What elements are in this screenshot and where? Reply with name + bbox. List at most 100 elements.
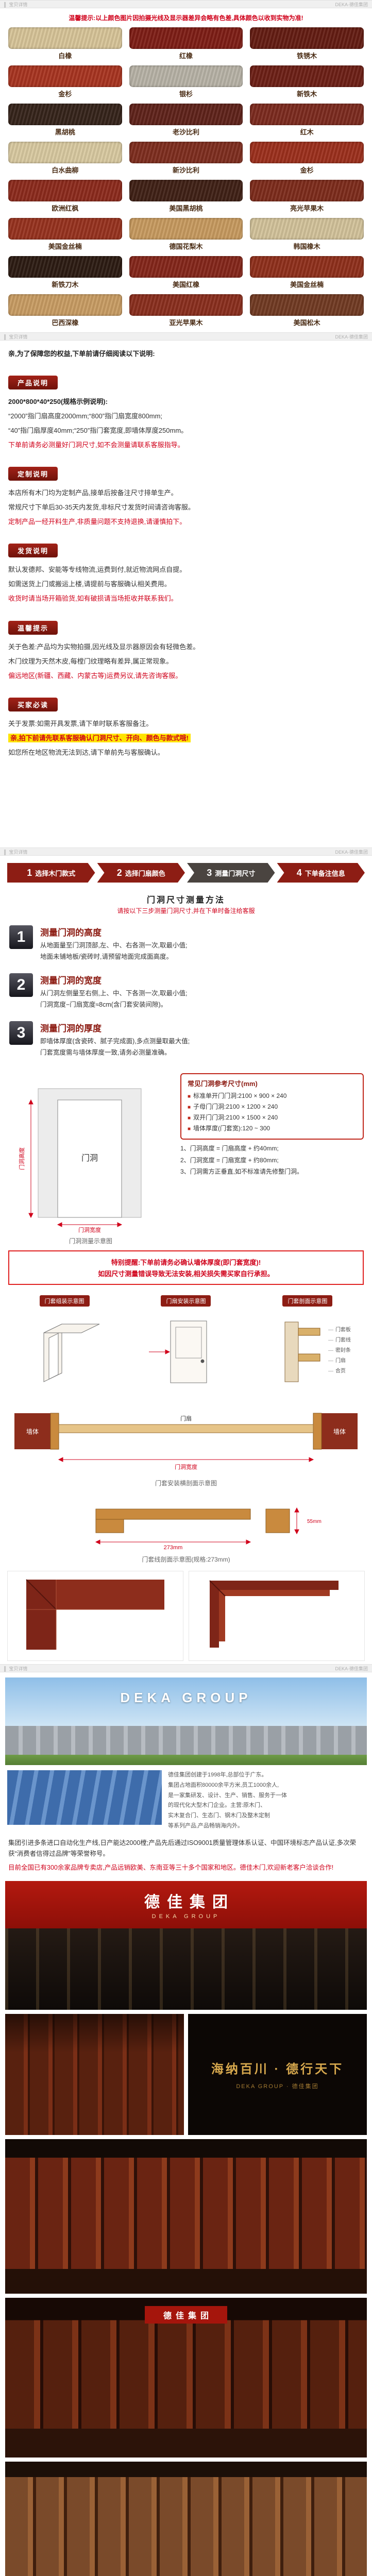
frame-corner-svg-1 [26, 1579, 164, 1650]
text-block: 买家必读关于发票:如需开具发票,请下单时联系客服备注。亲,拍下前请先联系客服确认… [0, 696, 372, 759]
door-leaf-label: 门扇 [180, 1415, 192, 1422]
section-badge: 定制说明 [8, 467, 58, 481]
measure-step-body: 测量门洞的宽度从门洞左侧量至右侧,上、中、下各测一次,取最小值;门洞宽度−门扇宽… [40, 973, 187, 1011]
wood-swatch [8, 218, 122, 240]
brand-slogan-text: 海纳百川 · 德行天下 [211, 2062, 344, 2076]
doorway-reference: 常见门洞参考尺寸(mm) ■标准单开门门洞:2100 × 900 × 240■子… [180, 1073, 364, 1245]
brand-slogan-photo: 海纳百川 · 德行天下 DEKA GROUP · 德佳集团 [188, 2013, 367, 2135]
wood-swatch [250, 294, 364, 316]
wood-swatch-label: 新沙比利 [172, 166, 199, 174]
factory-aerial-photo [7, 1770, 162, 1825]
wood-swatch-cell: 金杉 [8, 65, 122, 100]
measure-step-desc: 从门洞左侧量至右侧,上、中、下各测一次,取最小值; [40, 990, 188, 997]
storefront-sign-text: 德佳集团 [144, 1894, 235, 1911]
wood-swatch-cell: 红橡 [129, 27, 243, 62]
wood-swatch [8, 256, 122, 278]
legend-item-text: 双开门门洞:2100 × 1500 × 240 [193, 1114, 278, 1121]
divider-right-label: DEKA·德佳集团 [335, 2, 368, 7]
wood-swatch [129, 104, 243, 125]
text-block: 定制说明本店所有木门均为定制产品,接单后按备注尺寸排单生产。常规尺寸下单后30-… [0, 465, 372, 528]
flow-step-label: 下单备注信息 [305, 869, 345, 877]
highlight-text: 亲,拍下前请先联系客服确认门洞尺寸、开向、颜色与款式哦! [8, 733, 191, 742]
wood-swatch-label: 美国黑胡桃 [169, 205, 203, 212]
legend-item-text: 墙体厚度(门套宽):120 ~ 300 [193, 1125, 270, 1132]
wood-swatch [250, 180, 364, 201]
wood-swatch-label: 老沙比利 [172, 128, 199, 136]
wood-swatch [129, 65, 243, 87]
measure-step-desc: 门套宽度需与墙体厚度一致,请务必测量准确。 [40, 1049, 171, 1056]
doorway-diagram-section: 门洞 门洞高度 门洞宽度 门洞测量示意图 [0, 1069, 372, 1285]
showroom-photos-section: 德佳集团 DEKA GROUP 海纳百川 · 德行天下 DEKA GROUP ·… [0, 1877, 372, 2576]
wood-swatch-label: 巴西深橡 [52, 319, 79, 327]
wood-swatch-cell: 亚光苹果木 [129, 294, 243, 329]
company-intro-line: 集团占地面积80000余平方米,员工1000余人, [168, 1782, 279, 1788]
text-line: 2000*800*40*250(规格示例说明): [8, 398, 108, 406]
doorway-size-legend: 常见门洞参考尺寸(mm) ■标准单开门门洞:2100 × 900 × 240■子… [180, 1073, 364, 1140]
doorway-warning-box: 特别提醒:下单前请务必确认墙体厚度(即门套宽度)!如因尺寸测量错误导致无法安装,… [8, 1250, 364, 1285]
storefront-sign: 德佳集团 DEKA GROUP [5, 1880, 367, 1928]
showroom-interior-photo-4 [5, 2461, 367, 2576]
legend-item: ■墙体厚度(门套宽):120 ~ 300 [188, 1124, 357, 1132]
measure-step-title: 测量门洞的厚度 [40, 1024, 102, 1033]
wood-swatch-cell: 新铁刀木 [8, 256, 122, 291]
wood-swatch-cell: 新沙比利 [129, 142, 243, 177]
opening-width-label: 门洞宽度 [175, 1463, 197, 1470]
wood-swatch-label: 美国金丝楠 [48, 243, 82, 250]
frame-part-label: 门扇 [328, 1356, 351, 1366]
bullet-icon: ■ [188, 1115, 191, 1121]
company-intro-section: DEKA GROUP 德佳集团创建于1998年,总部位于广东。集团占地面积800… [0, 1677, 372, 1874]
wood-swatch [8, 65, 122, 87]
wood-swatch-cell: 美国金丝楠 [8, 218, 122, 253]
width-dimension-label: 门洞宽度 [78, 1226, 101, 1233]
frame-assembly-diagram: 门套组装示意图 [7, 1295, 122, 1395]
wood-swatch [250, 65, 364, 87]
wood-swatch-label: 红橡 [179, 52, 193, 60]
wood-swatch-cell: 红木 [250, 104, 364, 139]
legend-item-text: 标准单开门门洞:2100 × 900 × 240 [193, 1092, 287, 1099]
divider-right-label: DEKA·德佳集团 [335, 849, 368, 855]
diagram-tab: 门扇安装示意图 [161, 1295, 211, 1307]
text-line: 收货时请当场开箱验货,如有破损请当场拒收并联系我们。 [8, 595, 178, 603]
profile-svg: 273mm 55mm [95, 1507, 322, 1551]
text-line: 如需送货上门或搬运上楼,请提前与客服确认相关费用。 [8, 580, 171, 588]
wood-swatch-cell: 美国黑胡桃 [129, 180, 243, 215]
text-line: “2000”指门扇高度2000mm;“800”指门扇宽度800mm; [8, 412, 163, 420]
wood-swatch-label: 金杉 [58, 90, 72, 98]
doorway-notes: 1、门洞高度 = 门扇高度 + 约40mm;2、门洞宽度 = 门扇宽度 + 约8… [180, 1144, 364, 1177]
text-line: 定制产品一经开料生产,非质量问题不支持退换,请谨慎拍下。 [8, 518, 187, 526]
brand-slogan-subtext: DEKA GROUP · 德佳集团 [236, 2083, 319, 2090]
frame-part-label: 门套板 [328, 1325, 351, 1335]
wood-swatch-cell: 韩国橡木 [250, 218, 364, 253]
factory-photo: DEKA GROUP [5, 1677, 367, 1765]
storefront-sign-subtext: DEKA GROUP [151, 1913, 221, 1920]
diagram-tab: 门套组装示意图 [39, 1295, 90, 1307]
frame-corner-photo-1 [7, 1571, 183, 1661]
cross-section-caption: 门套安装横剖面示意图 [155, 1480, 217, 1487]
measure-step-desc: 地面未铺地板/瓷砖时,请预留地面完成面高度。 [40, 953, 173, 960]
doorway-diagram: 门洞 门洞高度 门洞宽度 门洞测量示意图 [8, 1073, 173, 1245]
legend-items: ■标准单开门门洞:2100 × 900 × 240■子母门门洞:2100 × 1… [188, 1091, 357, 1132]
wood-swatch-label: 美国金丝楠 [290, 281, 324, 289]
wood-swatch-cell: 德国花梨木 [129, 218, 243, 253]
storefront-glass [5, 1928, 367, 2010]
wood-color-section: 温馨提示:以上颜色图片因拍摄光线及显示器差异会略有色差,具体颜色以收到实物为准!… [0, 8, 372, 332]
section-divider: 宝贝详情 DEKA·德佳集团 [0, 332, 372, 341]
profile-dim-label: 273mm [164, 1545, 183, 1551]
wall-shape [38, 1088, 142, 1218]
company-paragraph: 目前全国已有300余家品牌专卖店,产品远销欧美、东南亚等三十多个国家和地区。德佳… [8, 1864, 334, 1872]
company-intro-line: 实木复合门、生态门、钢木门及整木定制 [168, 1812, 270, 1819]
company-paragraphs: 集团引进多条进口自动化生产线,日产能达2000樘;产品先后通过ISO9001质量… [0, 1832, 372, 1874]
wood-swatch-cell: 亮光苹果木 [250, 180, 364, 215]
text-line: 关于发票:如需开具发票,请下单时联系客服备注。 [8, 719, 153, 727]
warning-line: 特别提醒:下单前请务必确认墙体厚度(即门套宽度)! [111, 1259, 261, 1266]
wood-swatch-cell: 白橡 [8, 27, 122, 62]
doorway-diagram-svg: 门洞 门洞高度 门洞宽度 [18, 1088, 142, 1233]
showroom-interior-photo-3: 德佳集团 [5, 2297, 367, 2458]
profile-dim2-label: 55mm [307, 1519, 322, 1524]
section-divider: 宝贝详情 DEKA·德佳集团 [0, 0, 372, 8]
